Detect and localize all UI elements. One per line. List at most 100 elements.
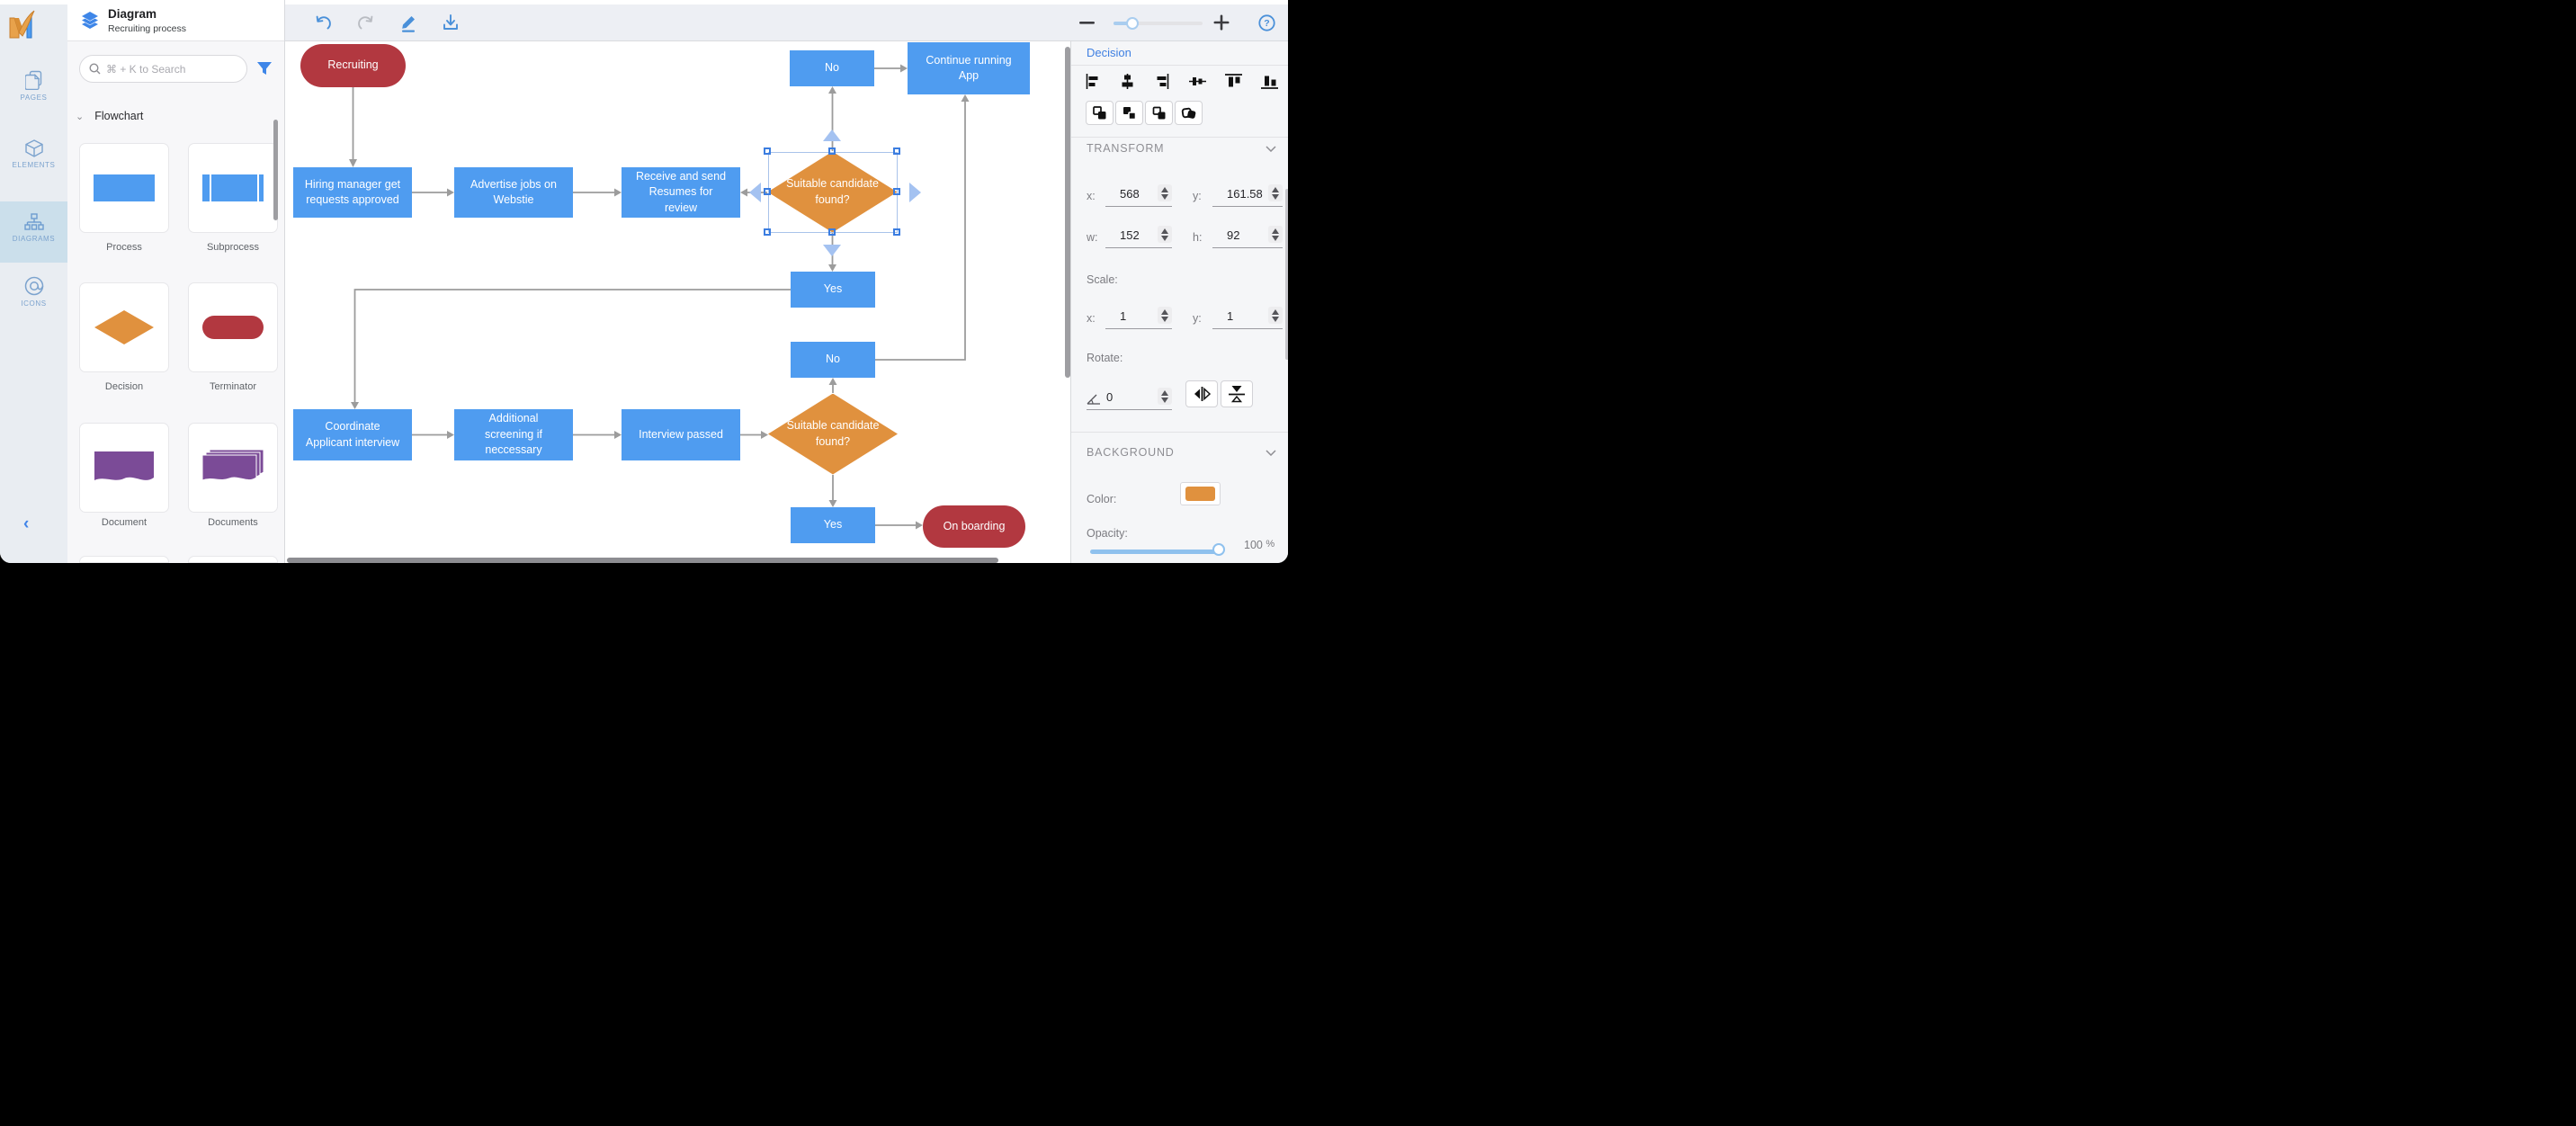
- send-backward-button[interactable]: [1115, 101, 1143, 125]
- node-label: Coordinate Applicant interview: [305, 420, 400, 449]
- x-input[interactable]: 568: [1105, 183, 1172, 207]
- zoom-out-button[interactable]: [1079, 22, 1095, 24]
- flip-horizontal-button[interactable]: [1185, 380, 1218, 407]
- section-flowchart-header[interactable]: ⌄ Flowchart: [76, 110, 143, 122]
- quick-connect-up-arrow[interactable]: [823, 130, 841, 141]
- flow-node-no[interactable]: No: [791, 342, 875, 378]
- align-bottom-icon[interactable]: [1260, 74, 1278, 89]
- flow-node-process[interactable]: Hiring manager get requests approved: [293, 167, 412, 218]
- moqups-logo[interactable]: [7, 9, 41, 40]
- h-stepper[interactable]: [1268, 226, 1283, 243]
- flow-node-terminator[interactable]: Recruiting: [300, 44, 406, 87]
- scale-y-input[interactable]: 1: [1212, 306, 1283, 329]
- h-input[interactable]: 92: [1212, 225, 1283, 248]
- flow-node-process[interactable]: Interview passed: [622, 409, 740, 460]
- background-color-button[interactable]: [1180, 482, 1221, 505]
- selection-handle-nw[interactable]: [763, 147, 771, 155]
- redo-icon[interactable]: [357, 14, 375, 32]
- export-download-icon[interactable]: [442, 13, 460, 31]
- shape-card-process[interactable]: [79, 143, 169, 233]
- shape-label: Document: [101, 517, 148, 528]
- sidebar-item-elements[interactable]: ELEMENTS: [0, 139, 67, 169]
- w-stepper[interactable]: [1158, 226, 1172, 243]
- align-left-icon[interactable]: [1086, 74, 1101, 89]
- y-input[interactable]: 161.58: [1212, 183, 1283, 207]
- panel-scrollbar[interactable]: [273, 120, 278, 220]
- undo-icon[interactable]: [314, 14, 332, 32]
- selection-handle-sw[interactable]: [763, 228, 771, 236]
- flow-node-yes[interactable]: Yes: [791, 507, 875, 543]
- quick-connect-down-arrow[interactable]: [823, 245, 841, 256]
- canvas-horizontal-scrollbar[interactable]: [287, 557, 998, 563]
- quick-connect-right-arrow[interactable]: [909, 183, 921, 202]
- diagram-canvas[interactable]: Recruiting Hiring manager get requests a…: [285, 41, 1070, 563]
- flow-node-process[interactable]: Continue running App: [908, 42, 1030, 94]
- inspector-panel: Decision TRANSFORM: [1070, 41, 1288, 563]
- selection-box: [767, 151, 898, 233]
- zoom-slider-fill: [1114, 21, 1131, 25]
- shape-card-partial[interactable]: [188, 556, 278, 563]
- flow-node-process[interactable]: Coordinate Applicant interview: [293, 409, 412, 460]
- elements-cube-icon: [24, 139, 43, 157]
- bring-forward-button[interactable]: [1086, 101, 1114, 125]
- node-label: Receive and send Resumes for review: [635, 169, 727, 214]
- w-input[interactable]: 152: [1105, 225, 1172, 248]
- h-value: 92: [1227, 228, 1240, 242]
- shape-card-terminator[interactable]: [188, 282, 278, 372]
- search-box[interactable]: [79, 55, 247, 83]
- rotate-label: Rotate:: [1087, 352, 1123, 364]
- flow-node-no[interactable]: No: [790, 50, 874, 86]
- zoom-in-button[interactable]: [1213, 14, 1230, 31]
- align-top-icon[interactable]: [1224, 74, 1242, 89]
- process-shape-thumb: [94, 174, 155, 201]
- opacity-slider-thumb[interactable]: [1212, 543, 1225, 556]
- zoom-slider[interactable]: [1114, 16, 1203, 30]
- selection-handle-w[interactable]: [763, 187, 771, 195]
- flow-node-terminator[interactable]: On boarding: [923, 505, 1025, 548]
- selection-handle-s[interactable]: [827, 228, 836, 236]
- selection-handle-ne[interactable]: [892, 147, 900, 155]
- flow-node-process[interactable]: Advertise jobs on Webstie: [454, 167, 573, 218]
- help-icon[interactable]: ?: [1258, 14, 1275, 31]
- background-collapse-chevron[interactable]: [1266, 450, 1276, 456]
- align-center-horizontal-icon[interactable]: [1188, 74, 1206, 89]
- x-stepper[interactable]: [1158, 184, 1172, 201]
- selection-handle-se[interactable]: [892, 228, 900, 236]
- flow-node-process[interactable]: Additional screening if neccessary: [454, 409, 573, 460]
- sidebar-item-diagrams[interactable]: DIAGRAMS: [0, 201, 67, 263]
- inspector-scrollbar[interactable]: [1284, 189, 1288, 360]
- flow-node-process[interactable]: Receive and send Resumes for review: [622, 167, 740, 218]
- scale-x-input[interactable]: 1: [1105, 306, 1172, 329]
- shape-card-documents[interactable]: [188, 423, 278, 513]
- pages-icon: [24, 70, 41, 90]
- sidebar-item-icons[interactable]: ICONS: [0, 276, 67, 308]
- shape-label: Documents: [208, 517, 258, 528]
- edit-pencil-icon[interactable]: [398, 13, 418, 33]
- search-input[interactable]: [106, 62, 232, 76]
- shape-card-document[interactable]: [79, 423, 169, 513]
- opacity-slider[interactable]: [1090, 550, 1222, 554]
- flow-node-yes[interactable]: Yes: [791, 272, 875, 308]
- flip-vertical-button[interactable]: [1221, 380, 1253, 407]
- sidebar-item-pages[interactable]: PAGES: [0, 70, 67, 102]
- collapse-panel-chevron[interactable]: ‹: [23, 514, 30, 533]
- transform-collapse-chevron[interactable]: [1266, 146, 1276, 152]
- send-to-back-button[interactable]: [1175, 101, 1203, 125]
- selection-handle-n[interactable]: [827, 147, 836, 155]
- shape-card-subprocess[interactable]: [188, 143, 278, 233]
- scale-x-stepper[interactable]: [1158, 307, 1172, 324]
- shape-card-partial[interactable]: [79, 556, 169, 563]
- y-stepper[interactable]: [1268, 184, 1283, 201]
- align-center-vertical-icon[interactable]: [1120, 74, 1135, 89]
- align-right-icon[interactable]: [1154, 74, 1169, 89]
- shape-card-decision[interactable]: [79, 282, 169, 372]
- filter-funnel-icon[interactable]: [255, 59, 273, 77]
- rotate-stepper[interactable]: [1158, 388, 1172, 405]
- selection-handle-e[interactable]: [892, 187, 900, 195]
- quick-connect-left-arrow[interactable]: [749, 183, 761, 202]
- canvas-vertical-scrollbar[interactable]: [1064, 47, 1070, 378]
- rotate-input[interactable]: 0: [1087, 387, 1172, 410]
- zoom-slider-thumb[interactable]: [1126, 16, 1139, 30]
- bring-to-front-button[interactable]: [1145, 101, 1173, 125]
- scale-y-stepper[interactable]: [1268, 307, 1283, 324]
